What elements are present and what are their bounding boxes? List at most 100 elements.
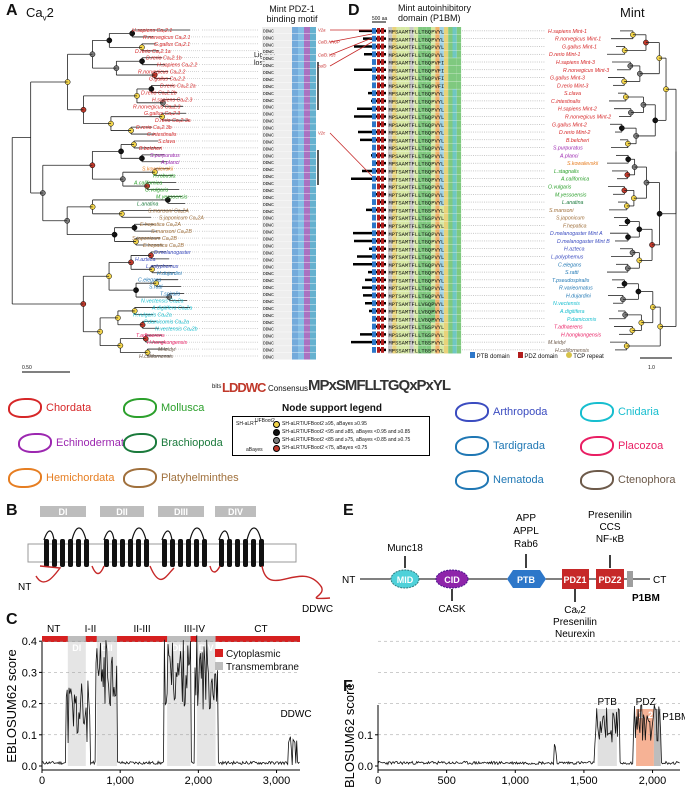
alignment-seq: MPTSAMTFLLTGSPVYL [389,224,445,230]
alignment-cell [413,330,419,338]
leaf-label: H.azteca [564,247,585,253]
alignment-seq: MPTSAMTFLLTGQPVYL [389,201,445,207]
alignment-cell [443,81,449,89]
motif-cell [298,311,304,318]
leaf-label: A.digitifera Caᵥ2a [151,305,192,311]
pdz-block [377,74,380,81]
motif-cell [292,248,298,256]
motif-cell [298,110,304,117]
alignment-cell [409,112,414,121]
alignment-cell [435,275,440,284]
motif-bg [262,75,292,83]
y-axis-label: EBLOSUM62 score [342,683,357,788]
alignment-cell [426,330,431,338]
leaf-label: D.rerio Caᵥ2.3b [136,125,172,131]
alignment-cell [431,151,436,159]
ptb-block [372,214,376,221]
alignment-cell [413,190,419,198]
pdz-block [377,183,380,190]
leaf-label: R.norvegicus Mint-3 [563,68,609,74]
alignment-cell [452,213,457,222]
motif-cell [304,318,310,325]
panel-label-a: A [6,2,18,19]
pdz-block [377,214,380,221]
alignment-cell [396,198,401,206]
alignment-cell [452,73,457,82]
alignment-cell [422,167,427,175]
leaf-label: D.rerio Caᵥ2.1a [135,49,171,55]
alignment-cell [443,338,449,346]
leaf-label: R.norvegicus Mint-1 [555,37,601,43]
alignment-cell [396,42,401,51]
tm-helix [186,539,191,567]
score-trace [377,704,680,766]
motif-cell [304,151,310,159]
alignment-seq: MPSAAMTFLLTGQPVYL [389,162,445,168]
alignment-cell [443,128,449,136]
alignment-cell [388,346,393,354]
alignment-cell [418,104,423,113]
motif-bg [262,103,292,110]
motif-cell [292,137,298,145]
alignment-cell [426,27,431,35]
pdz-block [381,339,384,345]
motif-cell [298,242,304,249]
alignment-cell [396,151,401,159]
alignment-cell [409,244,414,253]
motif-cell [310,117,316,124]
key-shalrt: SH-aLRT [236,421,257,427]
consensus-logo-d: MPxSMFLLTGQxPxYL [308,377,451,394]
alignment-cell [422,151,427,159]
motif-cell [310,221,316,228]
alignment-cell [443,89,449,97]
ptb-block [372,315,376,322]
alignment-cell [431,299,436,307]
alignment-cell [409,167,414,175]
motif-text: DDWC [263,299,274,305]
tm-helix [243,539,248,567]
alignment-cell [396,205,401,214]
alignment-cell [426,182,431,191]
alignment-cell [443,42,449,51]
alignment-cell [422,205,427,214]
tm-helix [202,539,207,567]
pdz-block [377,105,380,112]
pdz-block [377,308,380,314]
motif-cell [310,339,316,346]
motif-cell [310,137,316,145]
nt-tail [35,565,62,583]
alignment-cell [388,174,393,183]
leaf-label: G.gallus Mint-2 [552,122,587,128]
alignment-cell [443,213,449,222]
motif-cell [292,82,298,90]
alignment-cell [426,112,431,121]
alignment-cell [418,112,423,121]
alignment-cell [456,322,462,331]
pdz-block [381,253,384,260]
alignment-cell [426,81,431,89]
key-abayes: aBayes [246,447,263,453]
alignment-cell [388,104,393,113]
alignment-cell [418,244,423,253]
ptb-block [372,113,376,120]
alignment-cell [418,268,423,276]
motif-cell [292,54,298,62]
ptb-block [372,98,376,104]
alignment-cell [435,143,440,152]
alignment-cell [443,27,449,35]
motif-cell [298,47,304,55]
alignment-cell [396,27,401,35]
motif-text: DDWC [263,202,274,208]
alignment-seq: MPTSAMTFLLTGQPVYL [389,177,445,183]
alignment-seq: MPSAAMTFLLTGQPVYL [389,154,445,160]
motif-cell [292,262,298,270]
taxon-label: Mollusca [161,402,205,414]
tm-helix [194,539,199,567]
alignment-cell [443,221,449,229]
alignment-cell [409,65,414,74]
pdz2-partner: Presenilin [588,510,632,521]
alignment-cell [426,260,431,268]
alignment-cell [448,58,453,66]
motif-cell [292,346,298,353]
